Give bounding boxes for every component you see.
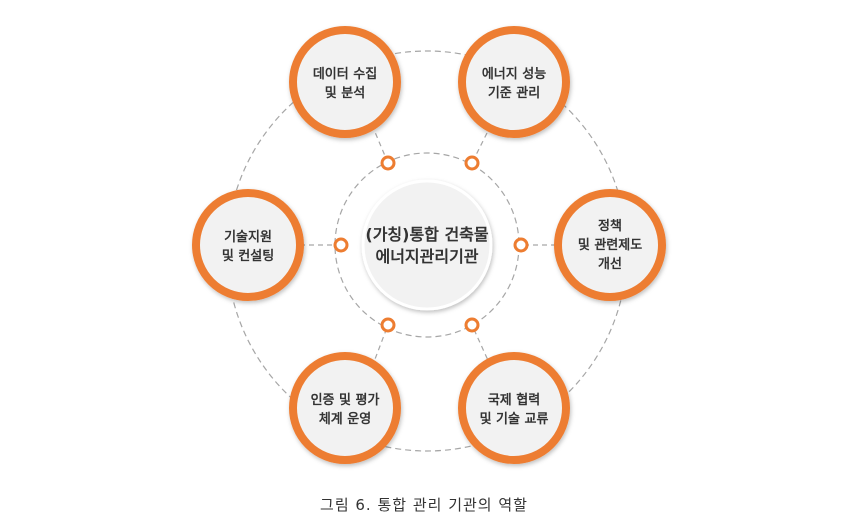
center-node: (가칭)통합 건축물 에너지관리기관 (361, 179, 493, 311)
node-cert-line-2: 체계 운영 (319, 412, 371, 427)
node-data-line-1: 데이터 수집 (313, 66, 377, 82)
center-line-2: 에너지관리기관 (375, 247, 478, 266)
node-policy-line-3: 개선 (598, 256, 622, 272)
node-circle (554, 189, 666, 301)
node-data-collection: 데이터 수집 및 분석 (289, 26, 401, 138)
node-intl-line-1: 국제 협력 (488, 392, 540, 408)
node-circle (289, 26, 401, 138)
connector-energy (471, 124, 492, 164)
connector-dots (333, 155, 529, 333)
dot-cert (380, 317, 396, 333)
node-circle (289, 352, 401, 464)
node-intl-line-2: 및 기술 교류 (480, 412, 549, 427)
node-international-cooperation: 국제 협력 및 기술 교류 (458, 352, 570, 464)
node-technical-support: 기술지원 및 컨설팅 (192, 189, 304, 301)
node-energy-performance: 에너지 성능 기준 관리 (458, 26, 570, 138)
dot-energy (464, 155, 480, 171)
node-policy: 정책 및 관련제도 개선 (554, 189, 666, 301)
node-cert-line-1: 인증 및 평가 (311, 392, 380, 408)
node-circle (192, 189, 304, 301)
connector-intl (471, 324, 492, 368)
node-tech-line-1: 기술지원 (224, 230, 272, 245)
node-policy-line-1: 정책 (598, 218, 622, 234)
node-policy-line-2: 및 관련제도 (578, 237, 642, 253)
node-tech-line-2: 및 컨설팅 (222, 248, 274, 264)
node-data-line-2: 및 분석 (325, 86, 365, 101)
node-circle (458, 352, 570, 464)
node-energy-line-1: 에너지 성능 (482, 66, 546, 82)
figure-caption: 그림 6. 통합 관리 기관의 역할 (320, 496, 528, 514)
connector-data (371, 124, 389, 164)
center-line-1: (가칭)통합 건축물 (365, 225, 489, 244)
center-circle (361, 179, 493, 311)
dot-intl (464, 317, 480, 333)
dot-policy (513, 237, 529, 253)
node-certification: 인증 및 평가 체계 운영 (289, 352, 401, 464)
dot-tech (333, 237, 349, 253)
role-diagram: (가칭)통합 건축물 에너지관리기관 데이터 수집 및 분석 에너지 성능 기준… (192, 26, 666, 464)
node-circle (458, 26, 570, 138)
dot-data (380, 155, 396, 171)
node-energy-line-2: 기준 관리 (488, 85, 540, 101)
